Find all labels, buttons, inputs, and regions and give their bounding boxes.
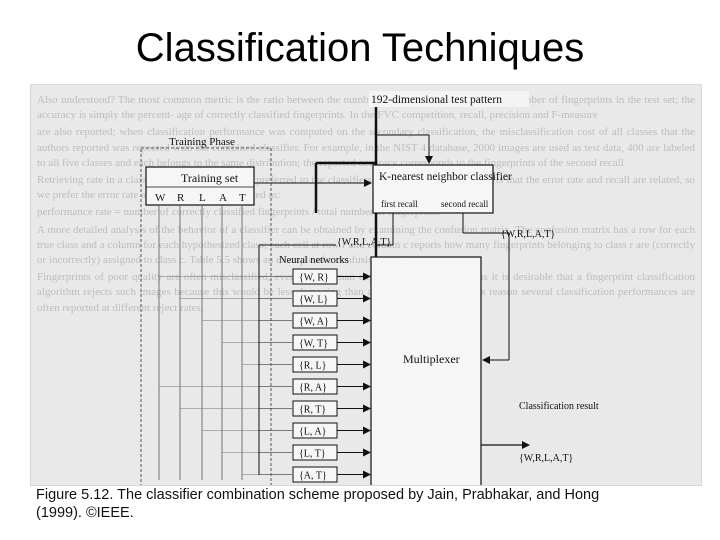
neural-networks-label: Neural networks <box>279 255 349 266</box>
neural-network-label: {R, L} <box>299 361 326 372</box>
training-label-r: R <box>177 192 185 204</box>
training-phase-label: Training Phase <box>169 136 235 148</box>
neural-network-label: {L, T} <box>299 449 326 460</box>
training-set-box <box>145 166 255 206</box>
background-paragraph: Also understood? The most common metric … <box>37 94 695 122</box>
slide-title: Classification Techniques <box>135 26 585 70</box>
figure-panel: Also understood? The most common metric … <box>30 84 702 486</box>
knn-first-recall-label: first recall <box>381 199 418 209</box>
neural-network-label: {R, A} <box>299 383 327 394</box>
knn-second-recall-label: second recall <box>441 199 489 209</box>
knn-classifier-box <box>372 164 494 214</box>
left-set-label: {W,R,L,A,T} <box>337 237 391 248</box>
training-label-t: T <box>239 192 246 204</box>
multiplexer-label: Multiplexer <box>403 352 460 366</box>
background-paragraph: Fingerprints of poor quality are often m… <box>37 271 695 314</box>
background-paragraph: performance rate = number of correctly c… <box>37 206 440 219</box>
result-set-label: {W,R,L,A,T} <box>519 453 573 464</box>
background-paragraph: are also reported; when classification p… <box>37 126 695 169</box>
background-page-text: Also understood? The most common metric … <box>37 93 695 318</box>
training-set-label: Training set <box>181 171 239 185</box>
figure-caption: Figure 5.12. The classifier combination … <box>36 486 696 522</box>
training-phase-region <box>140 147 272 485</box>
background-paragraph: A more detailed analysis of the behavior… <box>37 223 695 267</box>
neural-network-label: {W, T} <box>299 339 328 350</box>
neural-network-label: {A, T} <box>299 471 327 482</box>
neural-network-label: {W, R} <box>299 273 329 284</box>
caption-line-2: (1999). ©IEEE. <box>36 505 134 521</box>
caption-line-1: Figure 5.12. The classifier combination … <box>36 487 600 503</box>
neural-network-label: {W, L} <box>299 295 328 306</box>
neural-network-label: {W, A} <box>299 317 329 328</box>
training-label-w: W <box>155 192 166 204</box>
classifier-diagram: 192-dimensional test pattern Training Ph… <box>140 91 599 485</box>
test-pattern-box <box>369 91 529 107</box>
neural-network-label: {L, A} <box>299 427 326 438</box>
knn-classifier-label: K-nearest neighbor classifier <box>379 171 512 183</box>
classification-label: Classification result <box>519 401 599 412</box>
neural-network-label: {R, T} <box>299 405 326 416</box>
test-pattern-label: 192-dimensional test pattern <box>371 94 502 106</box>
neural-network-boxes: {W, R} {W, L} {W, A} {W, T} {R, L} {R, A} {R, … <box>159 244 371 483</box>
training-label-l: L <box>199 192 206 204</box>
training-label-a: A <box>219 192 227 204</box>
right-set-label: {W,R,L,A,T} <box>501 229 555 240</box>
multiplexer-box <box>370 256 482 485</box>
